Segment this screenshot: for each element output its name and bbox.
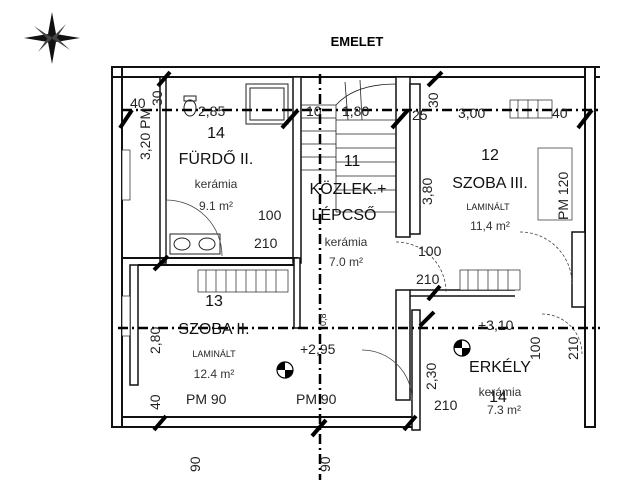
- level-label: +3,10: [478, 317, 514, 333]
- door-swings: [165, 147, 583, 401]
- dim-label: 30: [425, 92, 441, 108]
- room-material: kerámia: [325, 235, 368, 249]
- room-number: 12: [481, 147, 499, 164]
- room-area: 7.0 m²: [329, 255, 363, 269]
- room-name: SZOBA II.: [178, 321, 249, 338]
- level-marker-icon: [276, 361, 294, 379]
- room-name-line2: LÉPCSŐ: [312, 205, 377, 224]
- dim-label: 3,00: [458, 105, 485, 121]
- dim-label: 1,80: [342, 103, 369, 119]
- room-number: 14: [207, 125, 225, 142]
- dimension-labels: 40 30 2,85 10 1,80 25 30 3,00 40 3,20 PM…: [130, 90, 581, 472]
- room-furdo: 14 FÜRDŐ II. kerámia 9.1 m²: [179, 125, 254, 213]
- dim-label: 2,30: [423, 363, 439, 390]
- room-erkely: 14 ERKÉLY kerámia 7.3 m²: [469, 357, 531, 417]
- dim-label: PM 90: [186, 391, 227, 407]
- dim-label: 2,80: [147, 327, 163, 354]
- dim-label: 25: [412, 107, 428, 123]
- dim-label: 210: [434, 397, 458, 413]
- room-kozlekedo: 11 KÖZLEK.+ LÉPCSŐ kerámia 7.0 m²: [310, 153, 387, 269]
- room-area: 11,4 m²: [470, 219, 510, 233]
- dim-label: 3,20 PM: [137, 108, 153, 160]
- dim-label: 40: [147, 394, 163, 410]
- dim-label: 100: [418, 243, 442, 259]
- toilet: [183, 95, 197, 117]
- dim-label: PM 90: [296, 391, 337, 407]
- room-material: kerámia: [195, 177, 238, 191]
- dim-label: 10: [306, 103, 322, 119]
- dim-label: 0,8: [318, 313, 328, 326]
- dim-label: 40: [130, 95, 146, 111]
- room-area: 9.1 m²: [199, 199, 233, 213]
- room-szoba-2: 13 SZOBA II. LAMINÁLT 12.4 m²: [178, 293, 249, 381]
- walls: [111, 66, 600, 431]
- dim-label: 100: [527, 336, 543, 360]
- level-marker-icon: [453, 339, 471, 357]
- dim-label: 30: [149, 90, 165, 106]
- plan-title: EMELET: [331, 34, 384, 49]
- windows: [121, 99, 553, 337]
- double-sink: [169, 233, 221, 255]
- dim-label: 40: [552, 105, 568, 121]
- dim-label: 210: [254, 235, 278, 251]
- bathtub: [245, 83, 289, 125]
- room-szoba-3: 12 SZOBA III. LAMINÁLT 11,4 m²: [452, 147, 528, 233]
- dim-label: 100: [258, 207, 282, 223]
- room-area: 12.4 m²: [194, 367, 235, 381]
- room-name: SZOBA III.: [452, 175, 528, 192]
- room-material: kerámia: [479, 385, 522, 399]
- dim-label: 3,80: [419, 178, 435, 205]
- section-markers: [118, 70, 594, 438]
- dim-label: 90: [317, 456, 333, 472]
- dim-label: 2,85: [198, 103, 225, 119]
- room-material: LAMINÁLT: [192, 349, 236, 359]
- room-material: LAMINÁLT: [466, 202, 510, 212]
- dim-label: PM 120: [555, 172, 571, 220]
- staircase: [301, 79, 397, 213]
- room-name: FÜRDŐ II.: [179, 149, 254, 168]
- dim-label: 210: [416, 271, 440, 287]
- room-area: 7.3 m²: [487, 403, 521, 417]
- room-number: 14: [489, 389, 507, 406]
- room-number: 13: [205, 293, 223, 310]
- room-name: ERKÉLY: [469, 357, 531, 376]
- compass-icon: [24, 12, 80, 64]
- dim-label: 90: [187, 456, 203, 472]
- room-name: KÖZLEK.+: [310, 180, 387, 198]
- section-lines: [118, 74, 600, 480]
- dim-label: 210: [565, 336, 581, 360]
- room-number: 11: [344, 153, 361, 170]
- level-label: +2,95: [300, 341, 336, 357]
